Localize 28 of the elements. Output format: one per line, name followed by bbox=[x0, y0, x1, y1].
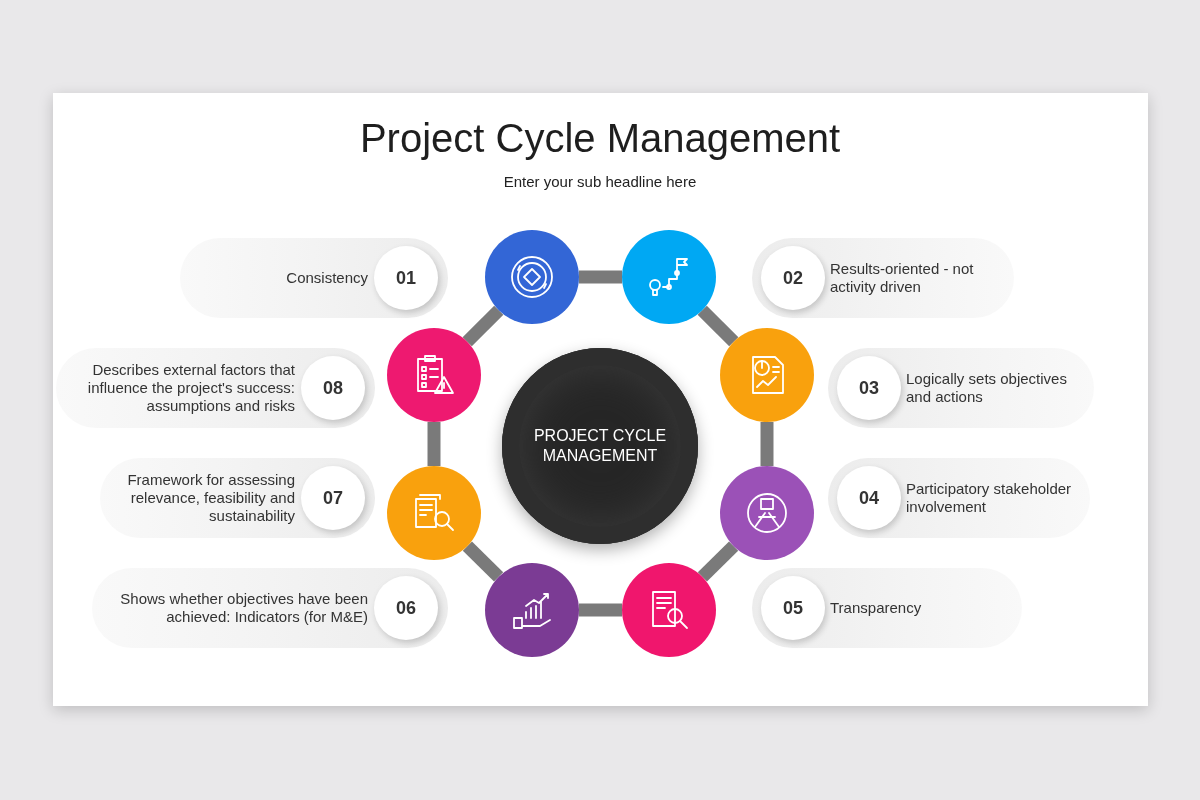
center-label: PROJECT CYCLE MANAGEMENT bbox=[532, 426, 668, 466]
step-number: 08 bbox=[301, 356, 365, 420]
ring-connector bbox=[462, 305, 504, 347]
ring-connector bbox=[462, 541, 504, 582]
step-number: 04 bbox=[837, 466, 901, 530]
step-pill bbox=[56, 348, 375, 428]
step-description: Describes external factors that influence the project's success: assumptions and risks bbox=[86, 361, 295, 415]
ring-connector bbox=[760, 422, 774, 466]
step-number: 07 bbox=[301, 466, 365, 530]
step-number: 05 bbox=[761, 576, 825, 640]
step-description: Shows whether objectives have been achieved: Indicators (for M&E) bbox=[119, 590, 368, 626]
slide-title: Project Cycle Management bbox=[358, 116, 842, 161]
ring-connector bbox=[697, 541, 739, 582]
step-number: 02 bbox=[761, 246, 825, 310]
step-description: Consistency bbox=[286, 269, 368, 287]
step-description: Participatory stakeholder involvement bbox=[906, 480, 1073, 516]
subtitle: Enter your sub headline here bbox=[502, 173, 698, 190]
step-description: Framework for assessing relevance, feasibility and sustainability bbox=[126, 471, 295, 525]
step-number: 01 bbox=[374, 246, 438, 310]
step-description: Logically sets objectives and actions bbox=[906, 370, 1068, 406]
step-number: 06 bbox=[374, 576, 438, 640]
step-description: Results-oriented - not activity driven bbox=[830, 260, 975, 296]
step-number: 03 bbox=[837, 356, 901, 420]
ring-connector bbox=[697, 305, 739, 347]
ring-connector bbox=[427, 422, 441, 466]
ring-connector bbox=[579, 270, 622, 284]
step-description: Transparency bbox=[830, 599, 922, 617]
ring-connector bbox=[579, 603, 622, 617]
